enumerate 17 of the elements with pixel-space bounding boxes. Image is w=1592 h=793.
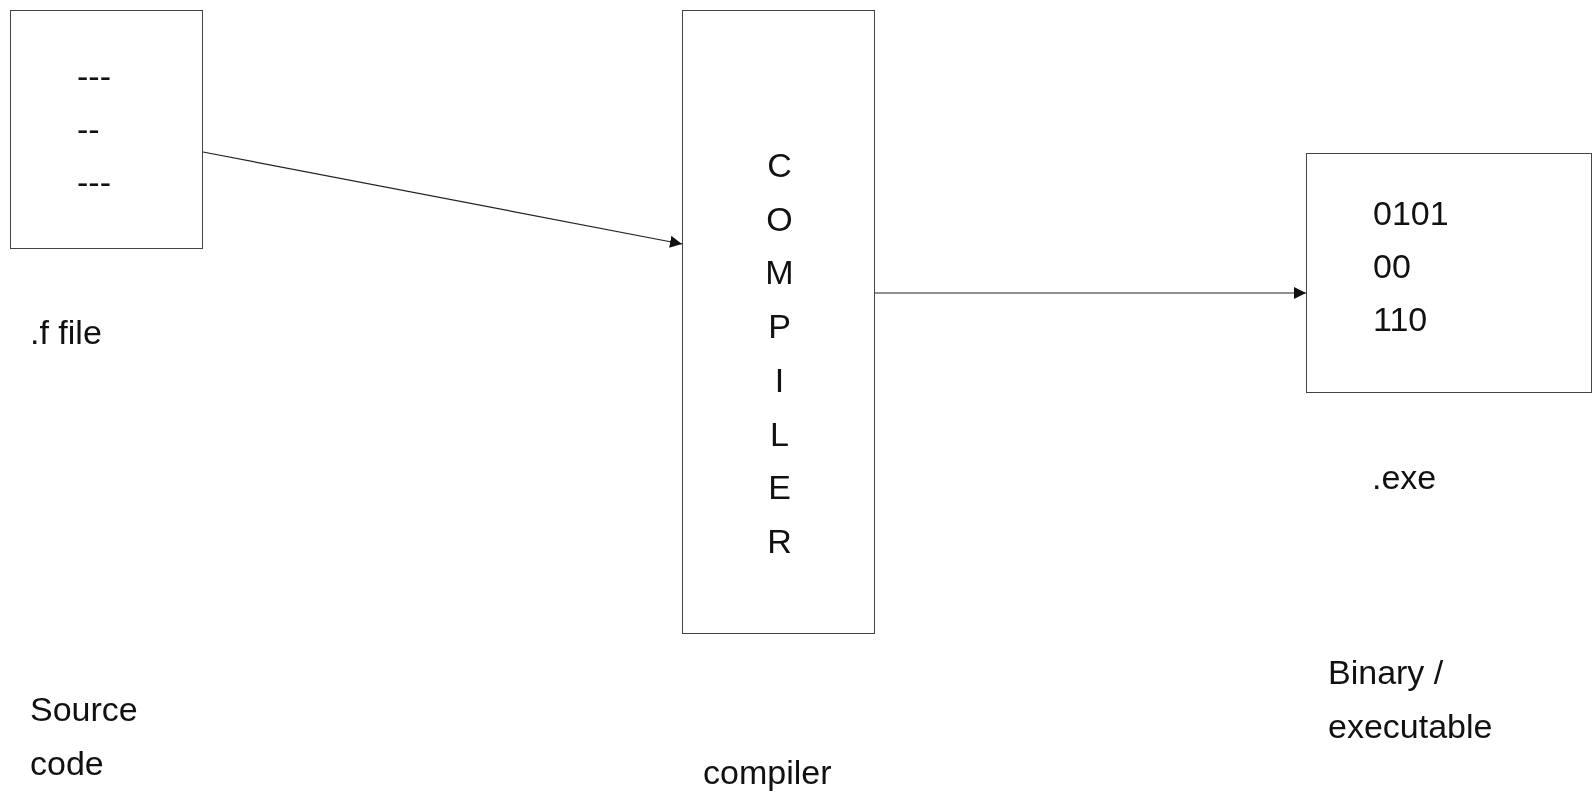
arrow — [874, 287, 1307, 299]
arrow — [202, 151, 683, 248]
content-line: --- — [77, 163, 111, 202]
vertical-label: COMPILER — [764, 145, 795, 563]
content-line: 110 — [1373, 300, 1428, 339]
content-line: 00 — [1373, 247, 1411, 286]
process-box — [1306, 153, 1592, 393]
caption-text: Binary / executable — [1328, 652, 1494, 748]
process-box — [682, 10, 875, 634]
caption-text: .f file — [30, 312, 103, 353]
content-line: -- — [77, 110, 100, 149]
content-line: --- — [77, 57, 111, 96]
caption-text: compiler — [703, 752, 833, 793]
content-line: 0101 — [1373, 194, 1449, 233]
caption-text: .exe — [1372, 457, 1438, 498]
process-box — [10, 10, 203, 249]
caption-text: Source code — [30, 689, 139, 785]
